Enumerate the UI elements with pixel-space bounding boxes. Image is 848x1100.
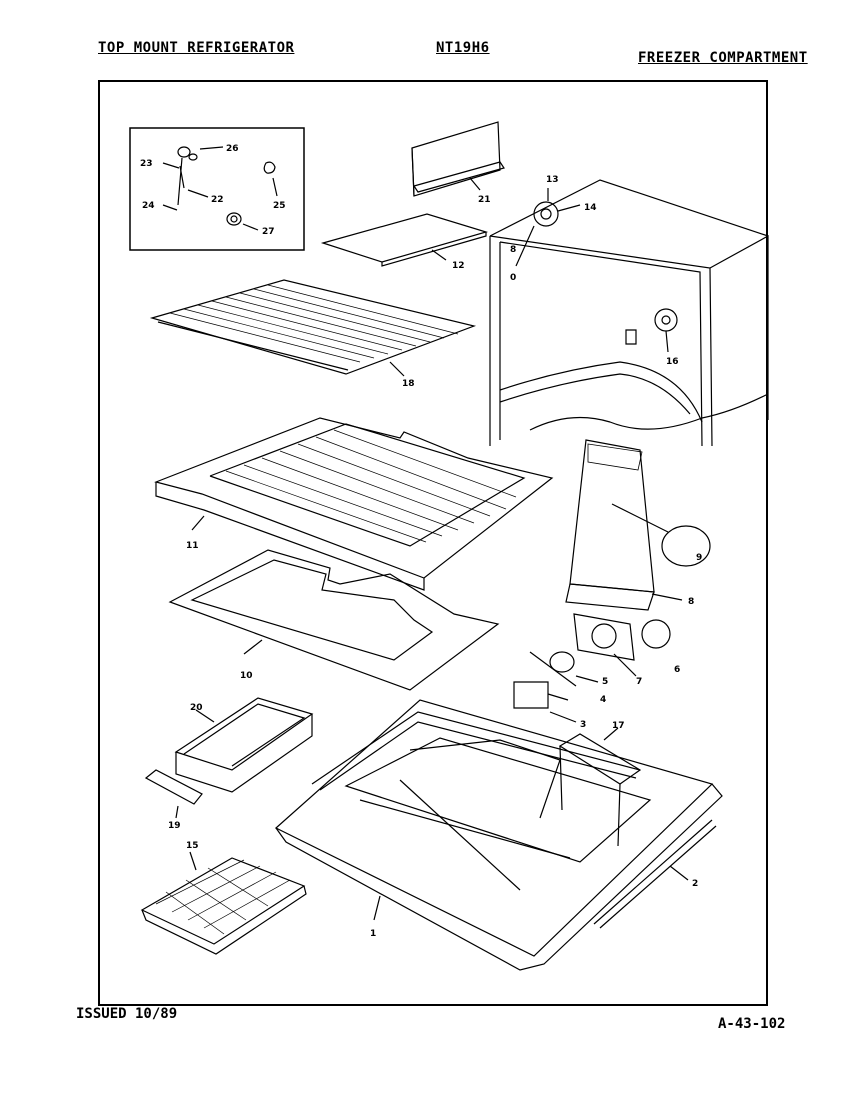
callout-17: 17 <box>612 721 625 731</box>
callout-8: 8 <box>688 597 694 607</box>
callout-4: 4 <box>600 695 606 705</box>
callout-1: 1 <box>370 929 376 939</box>
header-model-type: TOP MOUNT REFRIGERATOR <box>98 40 295 56</box>
callout-5: 5 <box>602 677 608 687</box>
part-10-liner <box>170 550 498 690</box>
callout-15: 15 <box>186 841 199 851</box>
callout-9: 9 <box>696 553 702 563</box>
cabinet-liner <box>490 180 768 446</box>
part-1-freezer-pan <box>276 700 722 970</box>
part-20-ice-bin <box>176 698 312 792</box>
callout-3: 3 <box>580 720 586 730</box>
callout-7: 7 <box>636 677 642 687</box>
callout-6: 6 <box>674 665 680 675</box>
part-21-panel <box>412 122 504 196</box>
header-section: FREEZER COMPARTMENT <box>638 50 808 66</box>
callout-22: 22 <box>211 195 224 205</box>
fan-assembly <box>514 614 670 722</box>
callout-24: 24 <box>142 201 155 211</box>
callout-26: 26 <box>226 144 239 154</box>
callout-0-cabinet: 0 <box>510 273 516 283</box>
part-15-ice-tray <box>142 852 306 954</box>
callout-11: 11 <box>186 541 199 551</box>
callout-2: 2 <box>692 879 698 889</box>
part-8-duct <box>566 440 710 610</box>
callout-21: 21 <box>478 195 491 205</box>
callout-27: 27 <box>262 227 275 237</box>
callout-12: 12 <box>452 261 465 271</box>
callout-19: 19 <box>168 821 181 831</box>
footer-issued-date: ISSUED 10/89 <box>76 1006 178 1022</box>
part-11-tray <box>156 418 552 590</box>
footer-document-number: A-43-102 <box>718 1016 786 1032</box>
header-model-number: NT19H6 <box>436 40 490 56</box>
part-18-wire-rack <box>152 280 474 376</box>
callout-20: 20 <box>190 703 203 713</box>
diagram-frame <box>98 80 768 1006</box>
callout-14: 14 <box>584 203 597 213</box>
callout-10: 10 <box>240 671 253 681</box>
part-19-rail <box>146 770 202 818</box>
inset-hardware-box <box>130 128 304 250</box>
callout-25: 25 <box>273 201 286 211</box>
callout-18: 18 <box>402 379 415 389</box>
callout-8-cabinet: 8 <box>510 245 516 255</box>
callout-23: 23 <box>140 159 153 169</box>
callout-16: 16 <box>666 357 679 367</box>
part-12-shelf <box>323 214 486 266</box>
callout-13: 13 <box>546 175 559 185</box>
